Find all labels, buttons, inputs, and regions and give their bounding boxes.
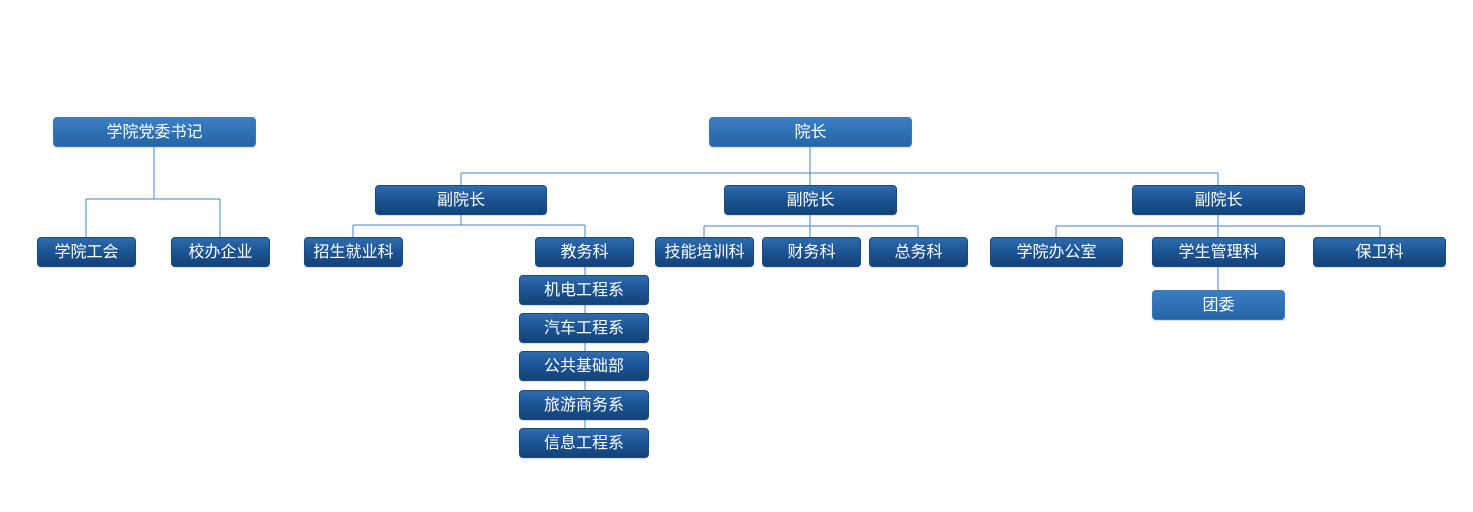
academic-unit-box: 汽车工程系 (519, 313, 649, 343)
academic-affairs-box: 教务科 (535, 237, 634, 267)
academic-unit-box: 机电工程系 (519, 275, 649, 305)
general-affairs-box: 总务科 (869, 237, 968, 267)
academic-unit-box: 公共基础部 (519, 351, 649, 381)
vice-president-2-box: 副院长 (724, 185, 897, 215)
youth-league-box: 团委 (1152, 290, 1285, 320)
president-box: 院长 (709, 117, 912, 147)
trade-union-box: 学院工会 (37, 237, 136, 267)
admissions-employment-box: 招生就业科 (304, 237, 403, 267)
academic-unit-box: 旅游商务系 (519, 390, 649, 420)
skills-training-box: 技能培训科 (655, 237, 754, 267)
student-management-box: 学生管理科 (1152, 237, 1285, 267)
party-secretary-box: 学院党委书记 (53, 117, 256, 147)
academic-unit-box: 信息工程系 (519, 428, 649, 458)
vice-president-1-box: 副院长 (375, 185, 547, 215)
security-box: 保卫科 (1313, 237, 1446, 267)
school-enterprise-box: 校办企业 (171, 237, 270, 267)
vice-president-3-box: 副院长 (1132, 185, 1305, 215)
college-office-box: 学院办公室 (990, 237, 1123, 267)
finance-box: 财务科 (762, 237, 861, 267)
